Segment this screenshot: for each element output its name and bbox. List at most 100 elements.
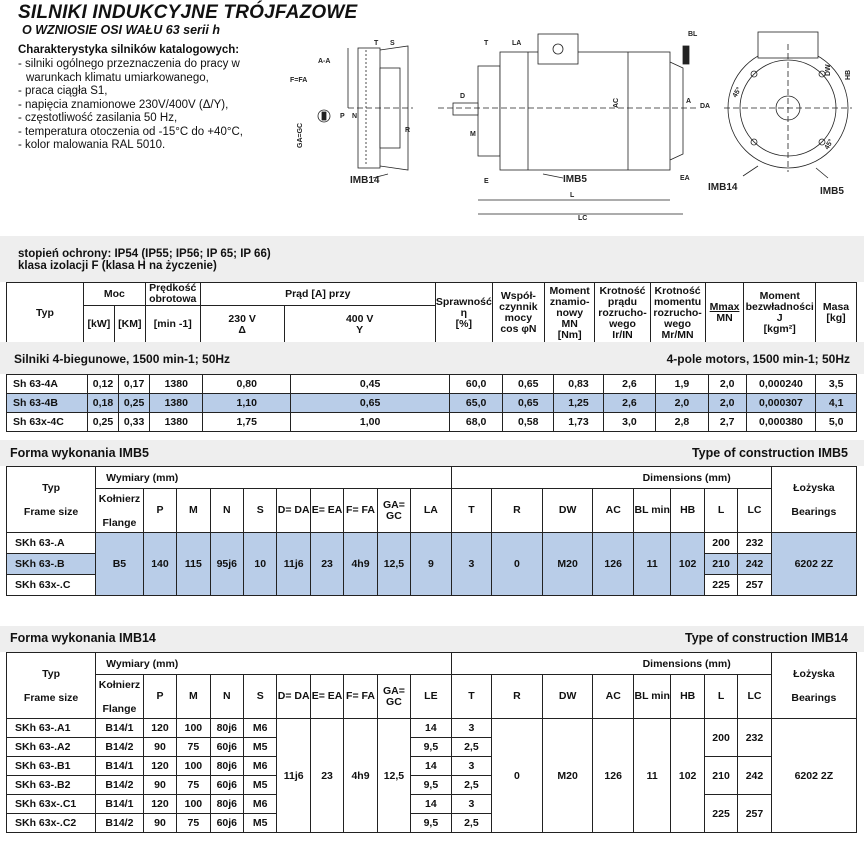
shared-dim-cell: 11 <box>632 718 672 833</box>
table-cell: 14 <box>410 718 452 738</box>
table-cell: 2,5 <box>450 775 493 795</box>
imb5-col-header: LA <box>410 488 452 533</box>
shared-dim-cell: 10 <box>243 532 278 596</box>
table-cell: 0,33 <box>118 412 151 432</box>
length-lc-cell: 242 <box>737 756 772 795</box>
imb5-col-header: N <box>209 488 245 533</box>
imb5-col-header: T <box>450 488 493 533</box>
table-cell: 120 <box>142 718 178 738</box>
label-imb14: IMB14 <box>350 175 380 186</box>
table-cell: 100 <box>176 794 211 814</box>
col-typ: Typ <box>6 282 84 344</box>
imb5-col-header: GA= GC <box>376 488 412 533</box>
table-cell: 68,0 <box>449 412 504 432</box>
table-cell: M6 <box>243 794 278 814</box>
col-km: [KM] <box>113 305 146 344</box>
table-cell: 0,80 <box>202 374 292 394</box>
section-4pole-pl: Silniki 4-biegunowe, 1500 min-1; 50Hz <box>14 352 231 366</box>
imb14-col-header: HB <box>670 674 705 719</box>
label-l: L <box>570 192 575 199</box>
col-speed-unit: [min -1] <box>144 305 201 344</box>
shared-dim-cell: 126 <box>592 718 634 833</box>
table-cell: 2,5 <box>450 737 493 757</box>
flange-section-drawing <box>317 45 413 171</box>
table-cell: 1,9 <box>655 374 709 394</box>
characteristic-item: warunkach klimatu umiarkowanego, <box>26 71 209 84</box>
table-cell: 0,12 <box>86 374 120 394</box>
label-aa: A-A <box>318 58 330 65</box>
table-cell: 90 <box>142 813 178 833</box>
length-l-cell: 210 <box>703 553 739 575</box>
imb14-col-header: AC <box>592 674 634 719</box>
label-la: LA <box>512 40 521 47</box>
table-cell: 65,0 <box>449 393 504 413</box>
label-a: A <box>686 98 691 105</box>
label-lc: LC <box>578 215 587 222</box>
front-view-drawing <box>724 31 852 172</box>
characteristics-list: - silniki ogólnego przeznaczenia do prac… <box>18 58 243 153</box>
table-cell: B14/1 <box>95 794 144 814</box>
table-cell: 14 <box>410 756 452 776</box>
shared-dim-cell: 11j6 <box>276 718 311 833</box>
table-cell: 1,00 <box>290 412 451 432</box>
table-cell: 60j6 <box>209 775 245 795</box>
table-cell: 120 <box>142 756 178 776</box>
table-cell: Sh 63x-4C <box>6 412 88 432</box>
protection-degree: stopień ochrony: IP54 (IP55; IP56; IP 65… <box>18 248 271 260</box>
imb5-col-header: BL min <box>632 488 672 533</box>
label-hb: HB <box>845 70 852 80</box>
page-subtitle: O WZNIOSIE OSI WAŁU 63 serii h <box>22 23 220 37</box>
imb5-col-header: R <box>491 488 543 533</box>
imb14-col-header: D= DA <box>276 674 311 719</box>
table-cell: B14/1 <box>95 756 144 776</box>
length-l-cell: 200 <box>703 532 739 554</box>
table-cell: M5 <box>243 737 278 757</box>
imb14-col-header: LC <box>737 674 772 719</box>
table-cell: Sh 63-4B <box>6 393 88 413</box>
shared-dim-cell: M20 <box>541 718 594 833</box>
table-cell: 0,18 <box>86 393 120 413</box>
imb5-col-header: M <box>176 488 211 533</box>
table-cell: M5 <box>243 775 278 795</box>
table-cell: 2,7 <box>707 412 747 432</box>
table-cell: 5,0 <box>815 412 857 432</box>
label-t2: T <box>484 40 489 47</box>
table-cell: 0,000240 <box>745 374 817 394</box>
table-cell: M5 <box>243 813 278 833</box>
table-cell: 3 <box>450 794 493 814</box>
table-cell: B14/1 <box>95 718 144 738</box>
shared-dim-cell: 23 <box>309 718 345 833</box>
table-cell: B14/2 <box>95 813 144 833</box>
label-d: D <box>460 93 465 100</box>
table-cell: 1,75 <box>202 412 292 432</box>
shared-dim-cell: 126 <box>592 532 634 596</box>
imb14-col-header: N <box>209 674 245 719</box>
table-cell: 0,65 <box>290 393 451 413</box>
table-cell: 90 <box>142 737 178 757</box>
table-cell: SKh 63-.B2 <box>5 775 97 795</box>
imb5-col-header: AC <box>592 488 634 533</box>
table-cell: 0,000307 <box>745 393 817 413</box>
label-imb5: IMB5 <box>563 174 587 185</box>
imb5-col-header: LC <box>737 488 772 533</box>
table-cell: 1,73 <box>553 412 604 432</box>
imb14-header-band <box>0 626 864 652</box>
shared-dim-cell: 0 <box>491 718 543 833</box>
shared-dim-cell: 9 <box>410 532 452 596</box>
shared-dim-cell: 3 <box>450 532 493 596</box>
imb5-col-header: F= FA <box>343 488 378 533</box>
shared-dim-cell: 11j6 <box>276 532 311 596</box>
characteristic-item: - silniki ogólnego przeznaczenia do prac… <box>18 58 240 70</box>
motor-dimension-drawing: A-A F=FA GA=GC P N T S R IMB14 T LA D M … <box>290 31 852 222</box>
